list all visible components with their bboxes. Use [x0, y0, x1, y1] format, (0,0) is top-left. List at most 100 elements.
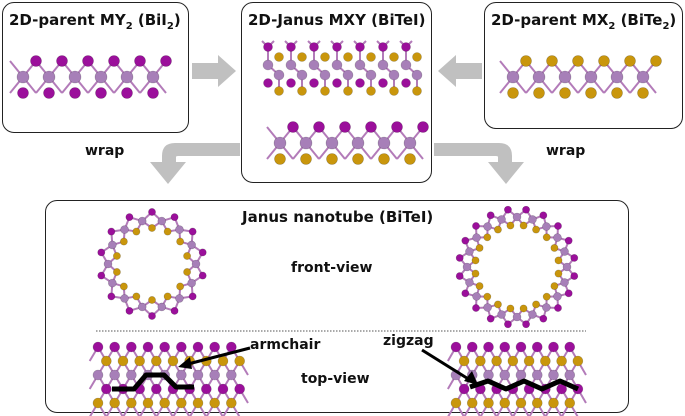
bismuth-atom — [584, 70, 598, 84]
path-highlight — [469, 378, 580, 392]
zigzag-pointer-arrow-icon — [421, 348, 478, 385]
front-view-label: front-view — [291, 260, 373, 276]
iodine-atom — [378, 78, 388, 88]
tellurium-atom — [519, 304, 528, 313]
iodine-atom — [486, 211, 495, 220]
iodine-atom — [17, 87, 29, 99]
iodine-atom — [125, 306, 134, 315]
parent-mx2-title-sub: 2 — [608, 21, 616, 32]
bismuth-atom — [483, 303, 492, 312]
bismuth-atom — [403, 136, 417, 150]
bismuth-atom — [175, 225, 184, 234]
bismuth-atom — [542, 303, 551, 312]
iodine-atom — [263, 78, 273, 88]
tellurium-atom — [134, 355, 145, 367]
iodine-atom — [522, 320, 530, 329]
wrap-left-label: wrap — [85, 143, 125, 159]
armchair-label: armchair — [250, 337, 321, 353]
tellurium-atom — [494, 300, 502, 309]
iodine-atom — [564, 341, 576, 353]
arrow-left-icon — [438, 55, 482, 87]
bismuth-atom — [325, 136, 339, 150]
tellurium-atom — [352, 153, 364, 165]
bismuth-atom — [531, 369, 543, 381]
tellurium-atom — [624, 55, 636, 67]
nanotube-title: Janus nanotube (BiTeI) — [242, 208, 434, 226]
tellurium-atom — [183, 252, 191, 260]
tellurium-atom — [176, 282, 185, 291]
bismuth-atom — [512, 312, 522, 322]
bismuth-atom — [528, 310, 537, 319]
tellurium-atom — [532, 225, 540, 234]
iodine-atom — [108, 55, 120, 67]
tellurium-atom — [483, 397, 494, 409]
iodine-atom — [483, 341, 494, 353]
tellurium-atom — [458, 355, 470, 367]
iodine-atom — [56, 55, 68, 67]
tellurium-atom — [412, 86, 422, 96]
iodine-atom — [287, 121, 299, 133]
bismuth-atom — [331, 59, 343, 71]
tellurium-atom — [297, 52, 307, 62]
bismuth-atom — [354, 59, 366, 71]
tellurium-atom — [113, 268, 121, 276]
bismuth-atom — [94, 70, 108, 84]
tellurium-atom — [101, 355, 112, 367]
bismuth-atom — [483, 369, 494, 381]
tellurium-atom — [343, 86, 353, 96]
tellurium-atom — [506, 221, 515, 230]
bismuth-atom — [120, 294, 129, 303]
bismuth-atom — [553, 292, 562, 301]
tellurium-atom — [471, 269, 480, 278]
bismuth-atom — [465, 247, 474, 256]
tellurium-atom — [274, 153, 286, 165]
iodine-atom — [539, 314, 548, 323]
iodine-atom — [170, 213, 179, 222]
iodine-atom — [564, 289, 573, 298]
tellurium-atom — [507, 355, 519, 367]
iodine-atom — [286, 42, 296, 52]
bismuth-atom — [191, 259, 201, 269]
bismuth-atom — [16, 70, 30, 84]
bismuth-atom — [388, 69, 400, 81]
tellurium-atom — [132, 292, 141, 301]
bismuth-atom — [299, 136, 313, 150]
iodine-atom — [95, 87, 107, 99]
iodine-atom — [355, 42, 365, 52]
tellurium-atom — [209, 397, 220, 409]
iodine-atom — [401, 78, 411, 88]
parent-my2-title-sub: 2 — [125, 21, 133, 32]
tellurium-atom — [559, 87, 571, 99]
tellurium-atom — [491, 355, 502, 367]
iodine-atom — [198, 271, 207, 280]
tellurium-atom — [366, 86, 376, 96]
bismuth-atom — [308, 59, 320, 71]
iodine-atom — [92, 341, 104, 353]
iodine-atom — [188, 292, 197, 301]
bismuth-atom — [226, 369, 237, 381]
iodine-atom — [69, 87, 81, 99]
bismuth-atom — [411, 69, 423, 81]
iodine-atom — [339, 121, 351, 133]
tellurium-atom — [572, 355, 584, 367]
bismuth-atom — [515, 369, 527, 381]
tellurium-atom — [475, 282, 484, 290]
parent-mx2-title-sub2: 2 — [662, 21, 670, 32]
iodine-atom — [461, 289, 470, 298]
bismuth-atom — [377, 59, 389, 71]
iodine-atom — [472, 222, 480, 230]
iodine-atom — [355, 78, 365, 88]
iodine-atom — [109, 341, 120, 353]
tellurium-atom — [320, 52, 330, 62]
tellurium-atom — [564, 397, 576, 409]
tellurium-atom — [326, 153, 338, 165]
tellurium-atom — [550, 244, 559, 252]
tellurium-atom — [532, 300, 540, 309]
janus-panel: 2D-Janus MXY (BiTeI) — [241, 2, 432, 183]
bismuth-atom — [483, 222, 492, 231]
tellurium-atom — [92, 397, 104, 409]
tellurium-atom — [163, 227, 172, 236]
tellurium-atom — [126, 397, 137, 409]
bismuth-atom — [377, 136, 391, 150]
bismuth-atom — [137, 216, 147, 226]
